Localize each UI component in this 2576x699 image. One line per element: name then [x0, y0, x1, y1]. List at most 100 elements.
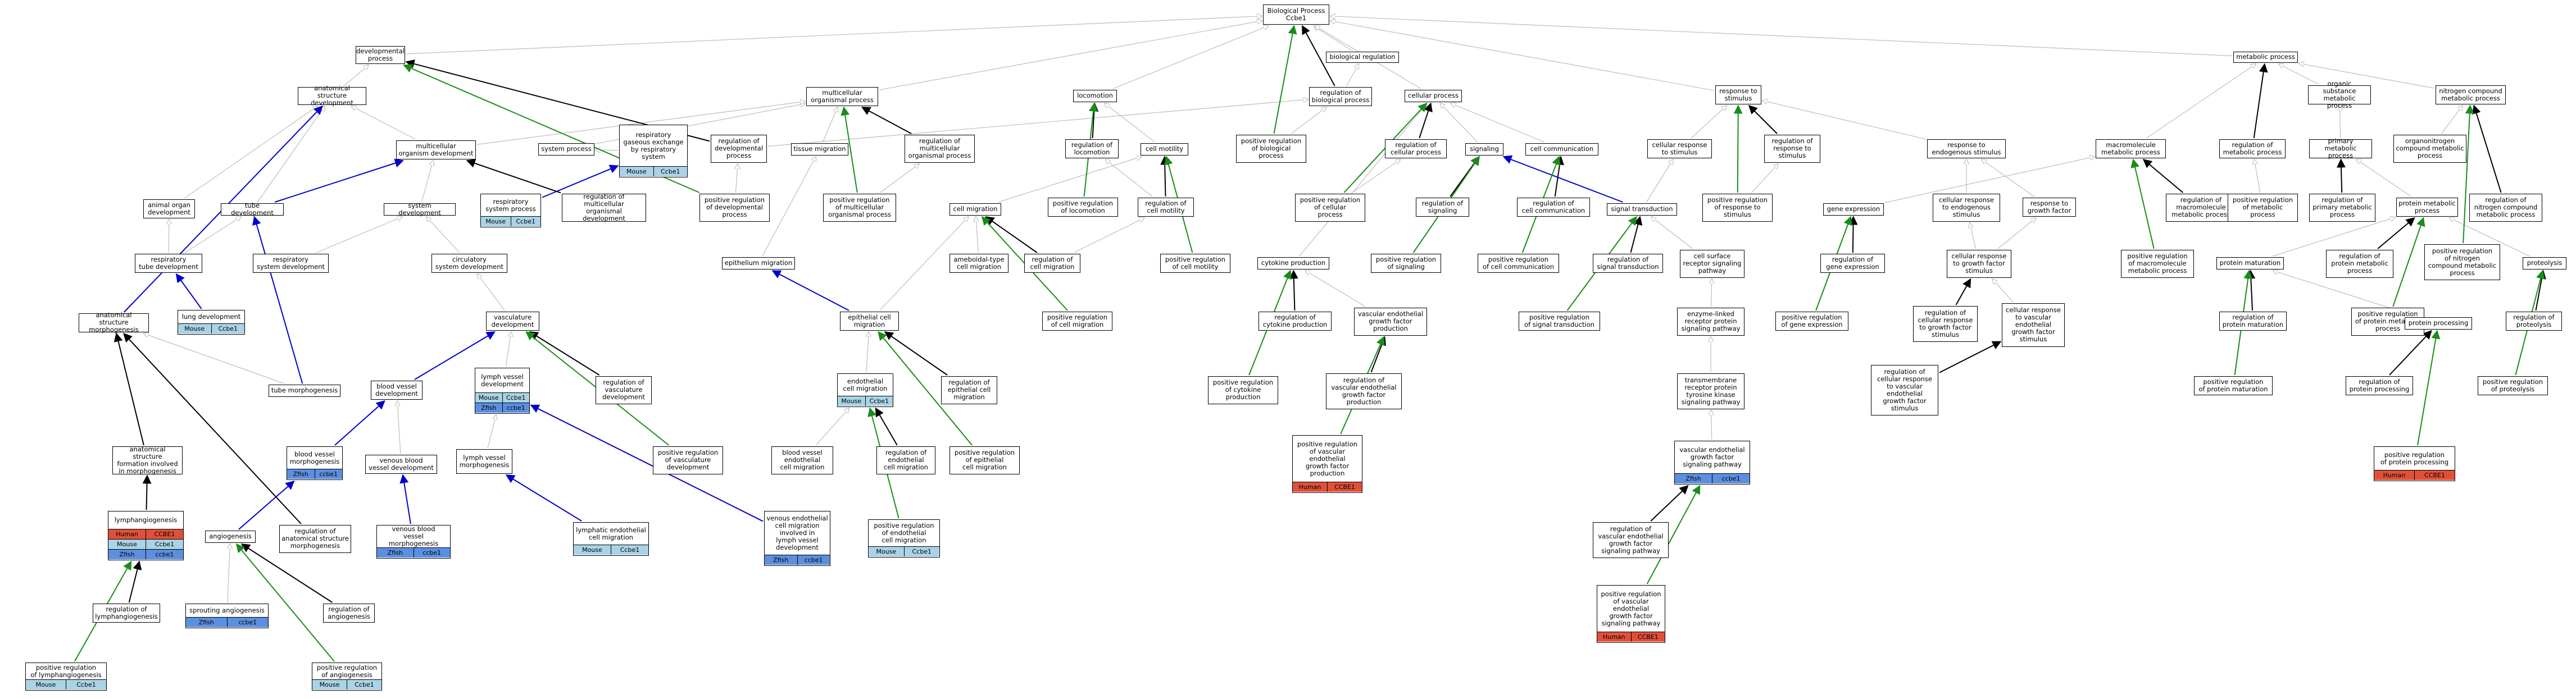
- go-term-node-protmet[interactable]: protein metabolic process: [2396, 198, 2458, 217]
- go-term-node-transmem[interactable]: transmembrane receptor protein tyrosine …: [1677, 373, 1744, 409]
- go-term-node-lymphmorph[interactable]: lymph vessel morphogenesis: [456, 449, 512, 474]
- go-term-node-regproteolysis[interactable]: regulation of proteolysis: [2506, 312, 2562, 331]
- go-term-node-regcellproc[interactable]: regulation of cellular process: [1385, 139, 1447, 158]
- go-term-node-reglymph[interactable]: regulation of lymphangiogenesis: [93, 604, 160, 623]
- go-term-node-anatmorph[interactable]: anatomical structure morphogenesis: [79, 312, 149, 333]
- go-term-node-organonitro[interactable]: organonitrogen compound metabolic proces…: [2393, 135, 2466, 163]
- go-term-node-regmultiorg[interactable]: regulation of multicellular organismal p…: [905, 135, 975, 163]
- go-term-node-anatdev[interactable]: anatomical structure development: [298, 85, 366, 107]
- go-term-node-posregmultiorg[interactable]: positive regulation of multicellular org…: [823, 194, 896, 222]
- go-term-node-tissuemig[interactable]: tissue migration: [791, 143, 848, 156]
- go-term-node-regprotproc[interactable]: regulation of protein processing: [2346, 376, 2413, 395]
- go-term-node-regvegfprod[interactable]: regulation of vascular endothelial growt…: [1326, 373, 1402, 409]
- go-term-node-regprimmet[interactable]: regulation of primary metabolic process: [2309, 194, 2375, 222]
- go-term-node-cellsurf[interactable]: cell surface receptor signaling pathway: [1680, 250, 1744, 278]
- go-term-node-respendo[interactable]: response to endogenous stimulus: [1927, 139, 2006, 158]
- go-term-node-bp[interactable]: Biological Process Ccbe1: [1263, 4, 1329, 25]
- go-term-node-cellrespvegf[interactable]: cellular response to vascular endothelia…: [2002, 303, 2065, 347]
- go-term-node-animorgan[interactable]: animal organ development: [143, 199, 195, 218]
- go-term-node-cellmot[interactable]: cell motility: [1141, 143, 1188, 156]
- go-term-node-sysdev[interactable]: system development: [384, 202, 456, 216]
- go-term-node-bvdev[interactable]: blood vessel development: [371, 381, 422, 400]
- go-term-node-regdevproc[interactable]: regulation of developmental process: [711, 135, 767, 163]
- go-term-node-posregmacro[interactable]: positive regulation of macromolecule met…: [2121, 250, 2194, 278]
- go-term-node-posreglymph[interactable]: positive regulation of lymphangiogenesis…: [25, 663, 107, 691]
- go-term-node-cellresptgf[interactable]: cellular response to growth factor stimu…: [1947, 250, 2011, 278]
- go-term-node-regmetab[interactable]: regulation of metabolic process: [2219, 139, 2286, 158]
- go-term-node-regloco[interactable]: regulation of locomotion: [1065, 139, 1119, 158]
- go-term-node-posregdevproc[interactable]: positive regulation of developmental pro…: [699, 194, 770, 222]
- go-term-node-geneexp[interactable]: gene expression: [1823, 203, 1884, 216]
- go-term-node-regmultidev[interactable]: regulation of multicellular organismal d…: [562, 193, 646, 222]
- go-term-node-venousendomig[interactable]: venous endothelial cell migration involv…: [764, 511, 830, 566]
- go-term-node-regepithmig[interactable]: regulation of epithelial cell migration: [941, 376, 997, 404]
- go-term-node-resptgf[interactable]: response to growth factor: [2023, 198, 2076, 217]
- go-term-node-respdev[interactable]: respiratory tube development: [135, 254, 202, 273]
- go-term-node-signaling[interactable]: signaling: [1465, 143, 1503, 156]
- go-term-node-vascdev[interactable]: vasculature development: [486, 312, 539, 331]
- go-term-node-regprotmet[interactable]: regulation of protein metabolic process: [2326, 250, 2393, 278]
- go-term-node-circsys[interactable]: circulatory system development: [431, 254, 507, 273]
- go-term-node-vegfsignal[interactable]: vascular endothelial growth factor signa…: [1674, 441, 1750, 485]
- go-term-node-regmacromet[interactable]: regulation of macromolecule metabolic pr…: [2166, 194, 2236, 222]
- go-term-node-posregprotmat[interactable]: positive regulation of protein maturatio…: [2194, 376, 2273, 395]
- go-term-node-multidev[interactable]: multicellular organism development: [396, 140, 476, 159]
- go-term-node-posregcellmig[interactable]: positive regulation of cell migration: [1042, 312, 1112, 331]
- go-term-node-protmat[interactable]: protein maturation: [2216, 257, 2284, 269]
- go-term-node-posregresp[interactable]: positive regulation of response to stimu…: [1702, 194, 1773, 222]
- go-term-node-ameboid[interactable]: ameboidal-type cell migration: [949, 254, 1008, 273]
- go-term-node-posregcellproc[interactable]: positive regulation of cellular process: [1295, 194, 1365, 222]
- go-term-node-posregprotmet[interactable]: positive regulation of protein metabolic…: [2351, 308, 2424, 336]
- go-term-node-regvegfsig[interactable]: regulation of vascular endothelial growt…: [1593, 522, 1669, 558]
- go-term-node-orgsub[interactable]: organic substance metabolic process: [2308, 80, 2371, 109]
- go-term-node-regcellrespvegf[interactable]: regulation of cellular response to vascu…: [1871, 365, 1938, 415]
- go-term-node-respsysdev[interactable]: respiratory system development: [253, 254, 329, 273]
- go-term-node-tubedev[interactable]: tube development: [221, 202, 284, 216]
- go-term-node-vegfprod[interactable]: vascular endothelial growth factor produ…: [1354, 308, 1427, 336]
- go-term-node-posregsigntrans[interactable]: positive regulation of signal transducti…: [1519, 312, 1600, 331]
- go-term-node-posregepith[interactable]: positive regulation of epithelial cell m…: [949, 446, 1020, 474]
- go-term-node-signtrans[interactable]: signal transduction: [1607, 203, 1677, 216]
- go-term-node-respgas[interactable]: respiratory gaseous exchange by respirat…: [619, 125, 688, 177]
- go-term-node-cellcomm[interactable]: cell communication: [1525, 143, 1598, 156]
- go-term-node-cellproc[interactable]: cellular process: [1405, 90, 1462, 102]
- go-term-node-posregbiol[interactable]: positive regulation of biological proces…: [1236, 135, 1306, 163]
- go-term-node-regsignaling[interactable]: regulation of signaling: [1416, 198, 1469, 217]
- go-term-node-regcyto[interactable]: regulation of cytokine production: [1259, 312, 1332, 331]
- go-term-node-posregvascdev[interactable]: positive regulation of vasculature devel…: [653, 446, 723, 474]
- go-term-node-regcellmig[interactable]: regulation of cell migration: [1024, 254, 1080, 273]
- go-term-node-posregproc[interactable]: positive regulation of protein processin…: [2374, 446, 2455, 481]
- go-term-node-cellrespendo[interactable]: cellular response to endogenous stimulus: [1933, 194, 2000, 222]
- go-term-node-proteolysis[interactable]: proteolysis: [2523, 257, 2566, 269]
- go-term-node-regrespstim[interactable]: regulation of response to stimulus: [1764, 135, 1820, 163]
- go-term-node-angio[interactable]: angiogenesis: [205, 531, 256, 543]
- go-term-node-protproc[interactable]: protein processing: [2405, 317, 2472, 330]
- go-term-node-regvascdev[interactable]: regulation of vasculature development: [596, 376, 652, 404]
- go-term-node-regsigntrans[interactable]: regulation of signal transduction: [1593, 254, 1663, 273]
- go-term-node-posregvegfprod[interactable]: positive regulation of vascular endothel…: [1292, 435, 1362, 493]
- go-term-node-regcellmot[interactable]: regulation of cell motility: [1138, 198, 1194, 217]
- go-term-node-epithmig[interactable]: epithelium migration: [722, 257, 795, 269]
- go-term-node-respstim[interactable]: response to stimulus: [1715, 85, 1761, 104]
- go-term-node-regangio[interactable]: regulation of angiogenesis: [323, 604, 375, 623]
- go-term-node-regcellresptgf[interactable]: regulation of cellular response to growt…: [1913, 306, 1978, 342]
- go-term-node-metab[interactable]: metabolic process: [2233, 52, 2298, 63]
- go-term-node-regendomig[interactable]: regulation of endothelial cell migration: [876, 446, 935, 474]
- go-term-node-bvendomig[interactable]: blood vessel endothelial cell migration: [771, 446, 833, 474]
- go-term-node-regbiolproc[interactable]: regulation of biological process: [1309, 87, 1372, 106]
- go-term-node-cellresp[interactable]: cellular response to stimulus: [1647, 139, 1712, 158]
- go-term-node-macromet[interactable]: macromolecule metabolic process: [2096, 139, 2166, 158]
- go-term-node-biolreg[interactable]: biological regulation: [1326, 52, 1399, 63]
- go-term-node-regnitro[interactable]: regulation of nitrogen compound metaboli…: [2469, 194, 2542, 222]
- go-term-node-tubemorph[interactable]: tube morphogenesis: [269, 385, 340, 397]
- go-term-node-posregproteolysis[interactable]: positive regulation of proteolysis: [2478, 376, 2548, 395]
